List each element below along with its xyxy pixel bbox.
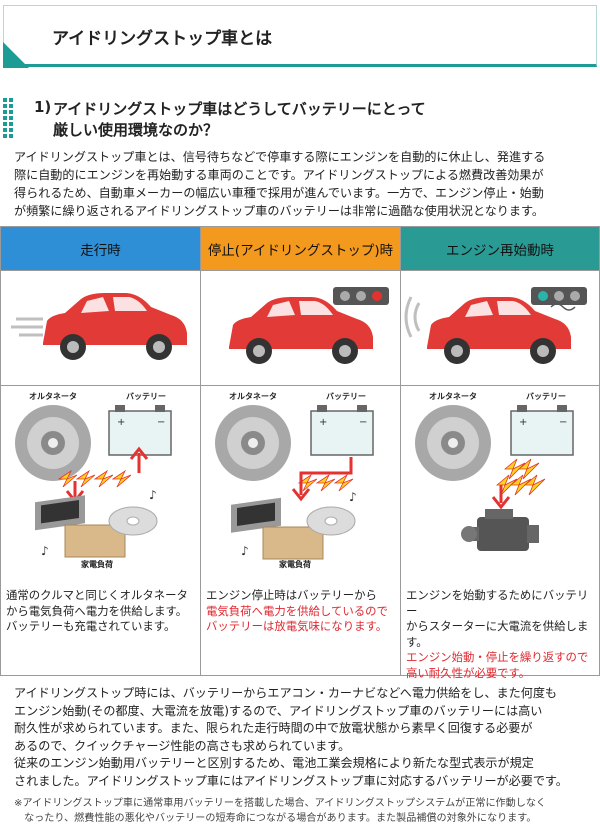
red-car-icon (43, 293, 187, 360)
intro-line: が頻繁に繰り返されるアイドリングストップ車のバッテリーは非常に過酷な使用状況とな… (14, 204, 544, 218)
column-description: エンジン停止時はバッテリーから 電気負荷へ電力を供給しているので バッテリーは放… (206, 588, 398, 635)
battery-label: バッテリー (526, 392, 566, 401)
alternator-icon (215, 405, 291, 481)
battery-label: バッテリー (326, 392, 366, 401)
power-flow-diagram: オルタネータ バッテリー +− (401, 387, 599, 575)
explanation-line: エンジン始動(その都度、大電流を放電)するので、アイドリングストップ車のバッテリ… (14, 703, 543, 718)
appliance-icon: ♪♪ (231, 490, 357, 560)
warning-line: 高い耐久性が必要です。 (406, 665, 531, 680)
traffic-light-green-icon (531, 287, 587, 305)
section-title-line-2: 厳しい使用環境なのか？ (53, 121, 219, 139)
traffic-light-red-icon (333, 287, 389, 305)
intro-line: 得られるため、自動車メーカーの幅広い車種で採用が進んでいます。一方で、エンジン停… (14, 186, 544, 200)
section-heading: 1) アイドリングストップ車はどうしてバッテリーにとって 厳しい使用環境なのか？ (0, 96, 600, 142)
red-car-icon (229, 297, 373, 364)
description-line: エンジン停止時はバッテリーから (206, 588, 377, 602)
battery-icon: +− (510, 405, 574, 456)
alternator-label: オルタネータ (29, 392, 77, 401)
battery-icon: +− (310, 405, 374, 456)
explanation-line: アイドリングストップ時には、バッテリーからエアコン・カーナビなどへ電力供給をし、… (14, 686, 558, 700)
power-flow-diagram: オルタネータ バッテリー +− (201, 387, 400, 575)
explanation-line: あるので、クイックチャージ性能の高さも求められています。 (14, 738, 351, 753)
car-restart-illustration (401, 271, 599, 386)
column-description: エンジンを始動するためにバッテリー からスターターに大電流を供給します。 エンジ… (406, 588, 598, 681)
red-car-icon (427, 297, 576, 364)
intro-line: アイドリングストップ車とは、信号待ちなどで停車する際にエンジンを自動的に休止し、… (14, 150, 546, 164)
svg-text:♪: ♪ (349, 490, 357, 504)
warning-line: エンジン始動・停止を繰り返すので (406, 650, 589, 664)
car-stopped-illustration (201, 271, 400, 386)
description-line: エンジンを始動するためにバッテリー (406, 588, 589, 618)
warning-line: 電気負荷へ電力を供給しているので (206, 603, 388, 618)
power-arrow-icon (491, 485, 511, 510)
starter-motor-icon (461, 509, 539, 551)
column-description: 通常のクルマと同じくオルタネータ から電気負荷へ電力を供給します。 バッテリーも… (6, 588, 198, 635)
page-header: アイドリングストップ車とは (3, 5, 597, 68)
svg-text:+: + (519, 417, 527, 428)
column-header: エンジン再始動時 (401, 227, 599, 271)
description-line: 通常のクルマと同じくオルタネータ (6, 588, 188, 602)
section-title-line-1: アイドリングストップ車はどうしてバッテリーにとって (53, 100, 426, 118)
svg-text:♪: ♪ (41, 544, 49, 558)
comparison-table: 走行時 オルタネータ バッテリー (0, 226, 600, 680)
svg-text:♪: ♪ (149, 488, 157, 502)
column-engine-restart: エンジン再始動時 オルタネータ バ (400, 227, 599, 680)
svg-text:+: + (319, 417, 327, 428)
svg-text:−: − (157, 417, 165, 428)
lightning-bolt-icon (297, 473, 354, 492)
intro-line: 際に自動的にエンジンを再始動する車両のことです。アイドリングストップによる燃費改… (14, 168, 544, 182)
explanation-line: 従来のエンジン始動用バッテリーと区別するため、電池工業会規格により新たな型式表示… (14, 756, 534, 771)
column-header: 走行時 (1, 227, 200, 271)
svg-text:♪: ♪ (241, 544, 249, 558)
footnote: ※アイドリングストップ車に通常車用バッテリーを搭載した場合、アイドリングストップ… (14, 796, 594, 826)
description-line: から電気負荷へ電力を供給します。 (6, 603, 188, 618)
page-title: アイドリングストップ車とは (52, 29, 273, 49)
car-driving-illustration (1, 271, 200, 386)
svg-text:+: + (117, 417, 125, 428)
warning-line: バッテリーは放電気味になります。 (206, 619, 388, 633)
column-driving: 走行時 オルタネータ バッテリー (1, 227, 200, 675)
svg-text:−: − (559, 417, 567, 428)
motion-arc-icon (404, 296, 421, 338)
speed-lines-icon (11, 317, 43, 337)
lightning-bolt-icon (57, 469, 132, 488)
alternator-label: オルタネータ (429, 392, 477, 401)
column-idling-stop: 停止(アイドリングストップ)時 オルタネータ バッテリー (200, 227, 400, 675)
lightning-bolt-icon (495, 458, 546, 496)
column-header: 停止(アイドリングストップ)時 (201, 227, 400, 271)
explanation-line: されました。アイドリングストップ車にはアイドリングストップ車に対応するバッテリー… (14, 773, 568, 788)
alternator-icon (415, 405, 491, 481)
description-line: バッテリーも充電されています。 (6, 619, 176, 633)
header-corner-decoration (3, 42, 29, 68)
explanation-paragraph: アイドリングストップ時には、バッテリーからエアコン・カーナビなどへ電力供給をし、… (14, 685, 594, 791)
footnote-line: なったり、燃費性能の悪化やバッテリーの短寿命につながる場合があります。また製品補… (14, 813, 537, 824)
section-dots-icon (3, 98, 17, 138)
battery-label: バッテリー (126, 392, 166, 401)
intro-paragraph: アイドリングストップ車とは、信号待ちなどで停車する際にエンジンを自動的に休止し、… (14, 148, 590, 220)
appliance-label: 家電負荷 (279, 560, 311, 569)
explanation-line: 耐久性が求められています。また、限られた走行時間の中で放電状態から素早く回復する… (14, 721, 533, 736)
appliance-label: 家電負荷 (81, 560, 113, 569)
alternator-label: オルタネータ (229, 392, 277, 401)
footnote-line: ※アイドリングストップ車に通常車用バッテリーを搭載した場合、アイドリングストップ… (14, 798, 547, 809)
power-flow-diagram: オルタネータ バッテリー +− (1, 387, 200, 575)
battery-icon: +− (108, 405, 172, 456)
appliance-icon: ♪♪ (35, 488, 158, 558)
svg-text:−: − (359, 417, 367, 428)
alternator-icon (15, 405, 91, 481)
section-number: 1) (34, 98, 52, 116)
description-line: からスターターに大電流を供給します。 (406, 619, 589, 649)
power-arrow-icon (291, 457, 353, 502)
